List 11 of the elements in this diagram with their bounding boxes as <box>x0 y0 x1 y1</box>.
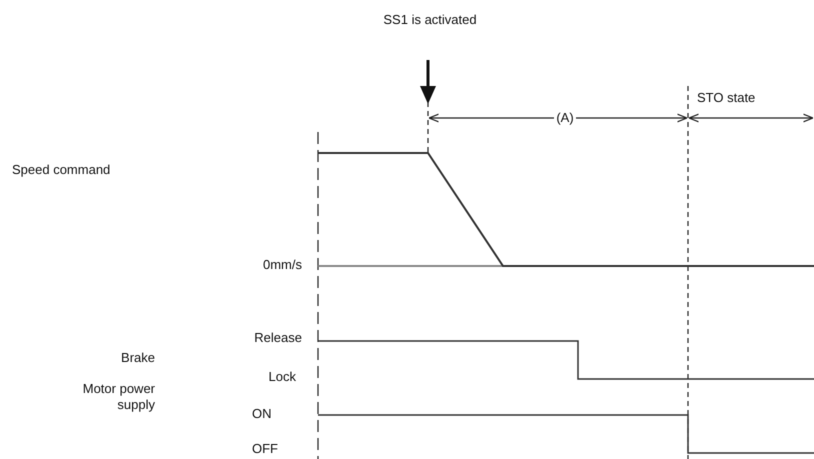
state-label: STO state <box>697 90 756 106</box>
signal-label: Brake <box>121 350 155 366</box>
interval-label: (A) <box>554 110 576 126</box>
level-label: OFF <box>252 441 278 457</box>
signal-label: Speed command <box>12 162 110 178</box>
level-label: 0mm/s <box>263 257 302 273</box>
level-label: Lock <box>268 369 296 385</box>
level-label: ON <box>252 406 272 422</box>
signal-label: Motor power supply <box>82 381 155 413</box>
level-label: Release <box>254 330 302 346</box>
event-label: SS1 is activated <box>383 12 477 28</box>
